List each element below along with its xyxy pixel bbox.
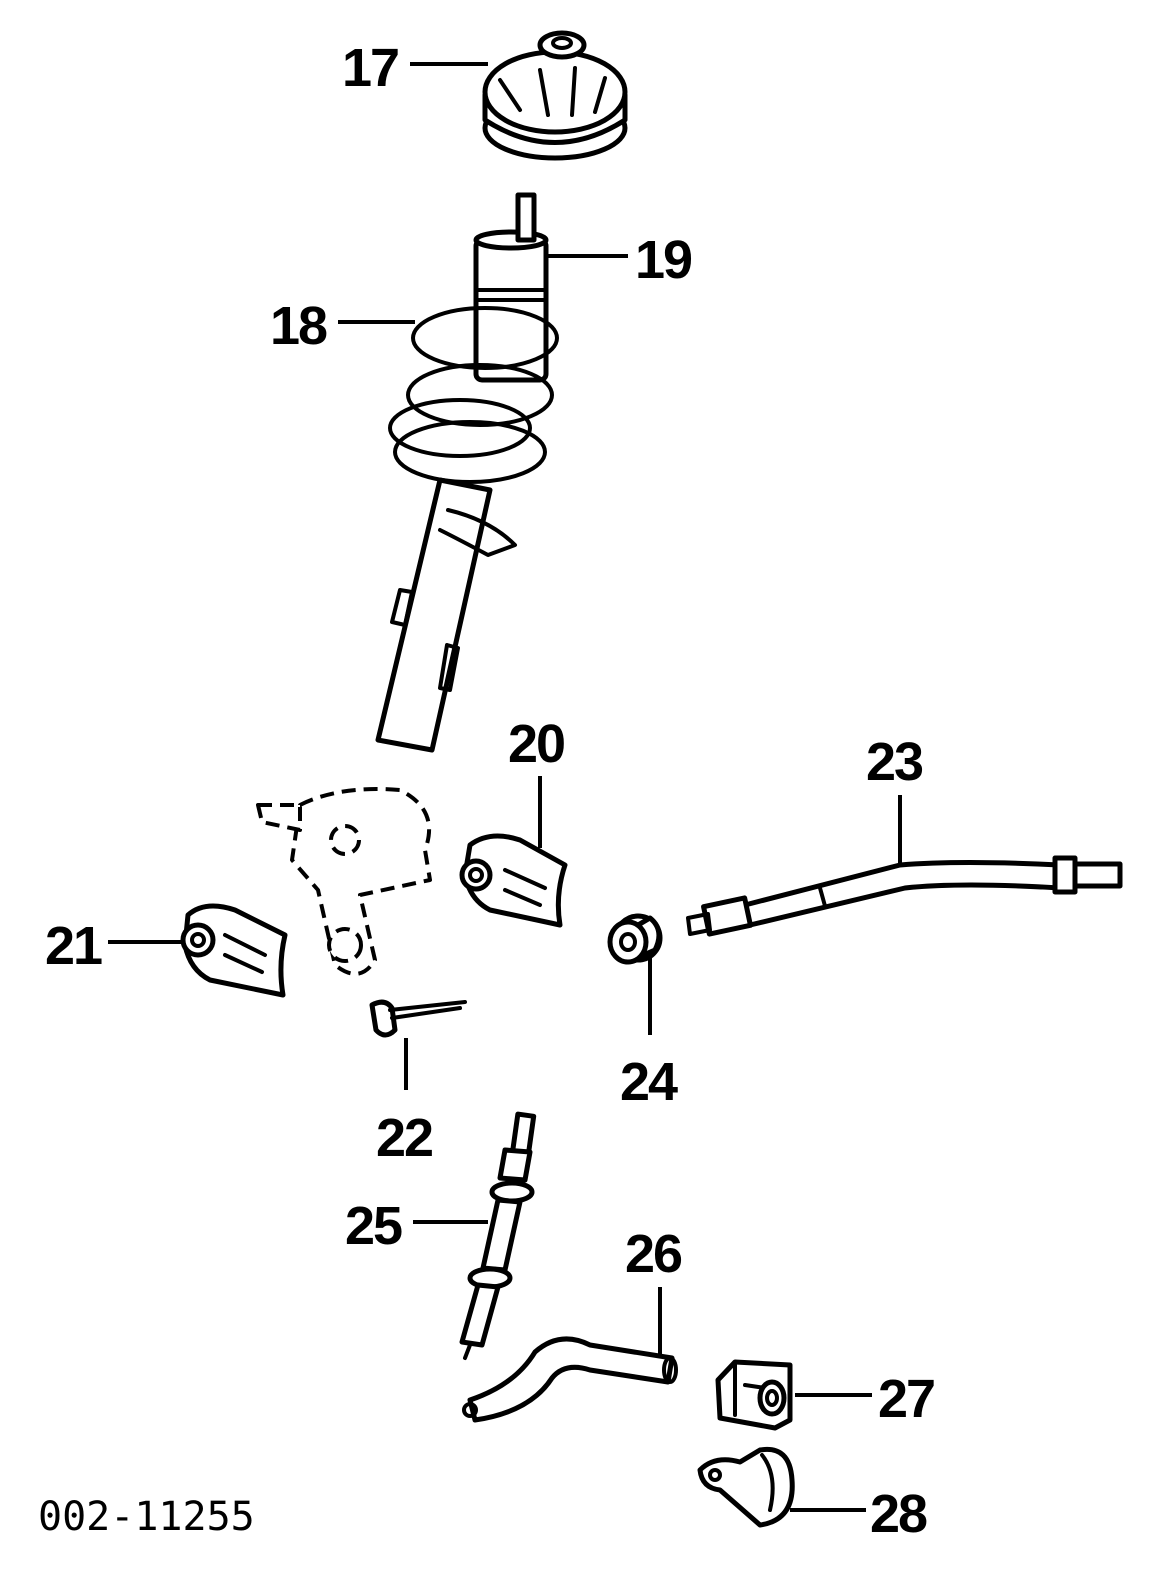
- callout-19: 19: [548, 230, 694, 290]
- callout-24: 24: [620, 955, 680, 1112]
- part-19-label: 19: [635, 230, 692, 290]
- callout-22: 22: [376, 1038, 434, 1168]
- part-20-lower-arm-bushing[interactable]: [459, 833, 568, 928]
- part-26-stabilizer-bracket[interactable]: [697, 1446, 795, 1528]
- part-28-stabilizer-bushing[interactable]: [715, 1359, 793, 1431]
- part-18-label: 18: [270, 296, 327, 356]
- part-24-bushing-ring[interactable]: [607, 913, 663, 965]
- part-25-stabilizer-link[interactable]: [459, 1111, 537, 1360]
- part-18-coil-spring[interactable]: [388, 306, 559, 484]
- callout-17: 17: [342, 38, 488, 98]
- part-23-label: 23: [866, 732, 923, 792]
- callout-26: 28: [790, 1484, 929, 1544]
- callout-21: 21: [45, 916, 183, 976]
- callout-28: 27: [795, 1369, 936, 1429]
- callout-18: 18: [270, 296, 415, 356]
- part-22-cotter-pin[interactable]: [369, 999, 467, 1038]
- callout-23: 23: [866, 732, 925, 866]
- part-26-label: 28: [870, 1484, 927, 1544]
- part-27-stabilizer-bar[interactable]: [462, 1336, 678, 1423]
- part-23-stabilizer-bar[interactable]: [686, 855, 1123, 937]
- part-20-label: 20: [508, 714, 564, 774]
- part-24-label: 24: [620, 1052, 678, 1112]
- part-25-label: 25: [345, 1196, 402, 1256]
- callout-20: 20: [508, 714, 566, 848]
- callout-27: 26: [625, 1224, 684, 1358]
- part-21-lower-arm-bushing[interactable]: [180, 903, 288, 998]
- part-17-strut-mount[interactable]: [482, 30, 628, 161]
- part-27-label: 26: [625, 1224, 682, 1284]
- part-21-label: 21: [45, 916, 102, 976]
- part-22-label: 22: [376, 1108, 432, 1168]
- part-17-label: 17: [342, 38, 398, 98]
- knuckle-reference: [256, 787, 432, 976]
- part-28-label: 27: [878, 1369, 934, 1429]
- callout-25: 25: [345, 1196, 488, 1256]
- diagram-reference-number: 002-11255: [38, 1494, 255, 1540]
